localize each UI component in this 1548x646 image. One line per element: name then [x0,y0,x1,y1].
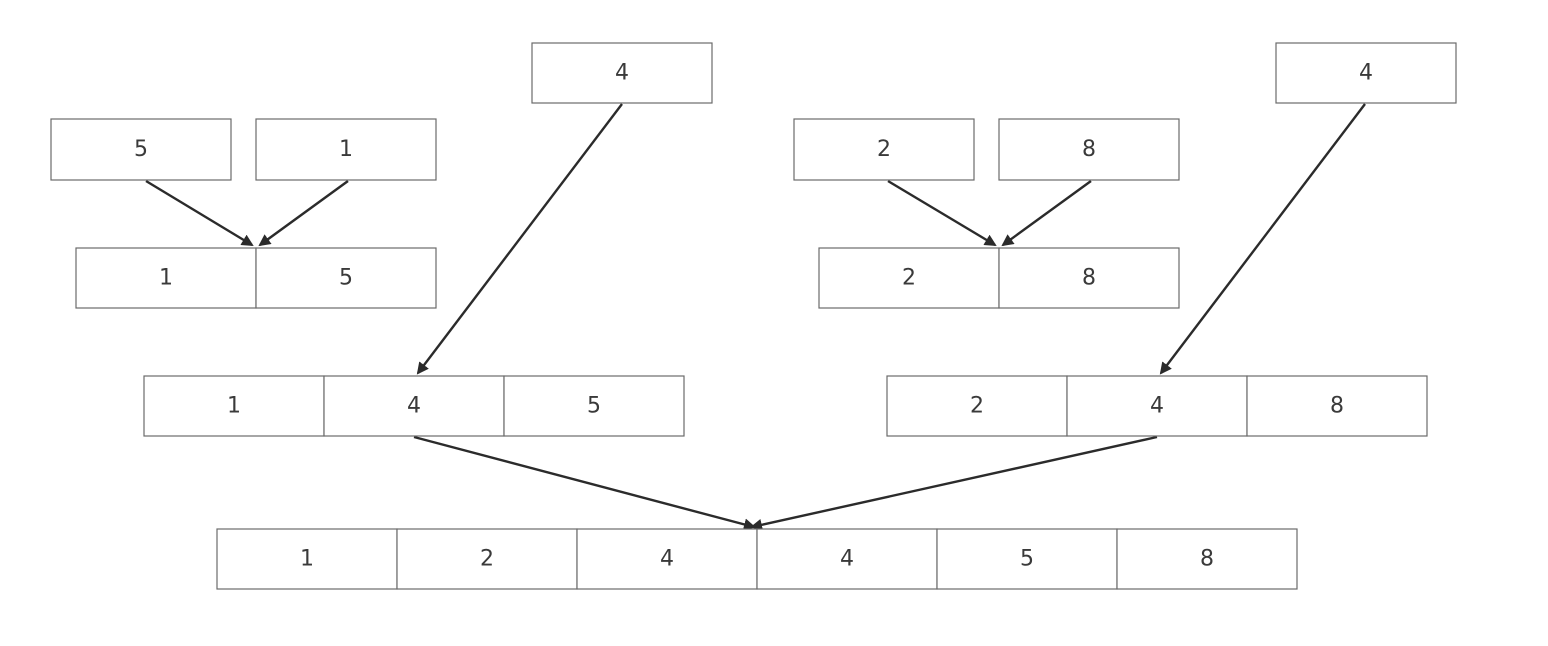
box-top-left-1: 1 [255,118,437,181]
array-cell: 5 [339,266,353,291]
array-cell: 1 [300,547,314,572]
array-cell: 8 [1200,547,1214,572]
array-cell: 5 [587,394,601,419]
arrows [145,103,1366,531]
array-cell: 4 [840,547,854,572]
array-final-sorted: 1 2 4 4 5 8 [216,528,1298,590]
arrow-8-to-pair [1001,180,1092,247]
array-cell: 4 [660,547,674,572]
box-value: 5 [134,137,148,162]
arrow-4-to-right-triple [1159,103,1366,375]
box-value: 1 [339,137,353,162]
array-merged-left-pair: 1 5 [75,247,437,309]
arrow-left-triple-to-final [413,435,756,531]
arrow-4-to-left-triple [416,103,623,375]
box-top-mid-4: 4 [531,42,713,104]
array-cell: 1 [227,394,241,419]
arrow-1-to-pair [258,180,349,247]
box-value: 2 [877,137,891,162]
arrow-right-triple-to-final [750,435,1158,531]
array-cell: 4 [407,394,421,419]
array-cell: 2 [480,547,494,572]
box-top-mid-2: 2 [793,118,975,181]
box-top-right-4: 4 [1275,42,1457,104]
array-cell: 2 [902,266,916,291]
array-merged-right-triple: 2 4 8 [886,375,1428,437]
arrow-2-to-pair [887,179,997,247]
box-value: 4 [1359,61,1373,86]
array-cell: 8 [1082,266,1096,291]
box-top-mid-8: 8 [998,118,1180,181]
array-cell: 1 [159,266,173,291]
array-cell: 4 [1150,394,1164,419]
box-top-left-5: 5 [50,118,232,181]
box-value: 4 [615,61,629,86]
array-cell: 5 [1020,547,1034,572]
array-merged-right-pair: 2 8 [818,247,1180,309]
array-merged-left-triple: 1 4 5 [143,375,685,437]
box-value: 8 [1082,137,1096,162]
array-cell: 8 [1330,394,1344,419]
array-cell: 2 [970,394,984,419]
arrow-5-to-pair [145,179,254,247]
